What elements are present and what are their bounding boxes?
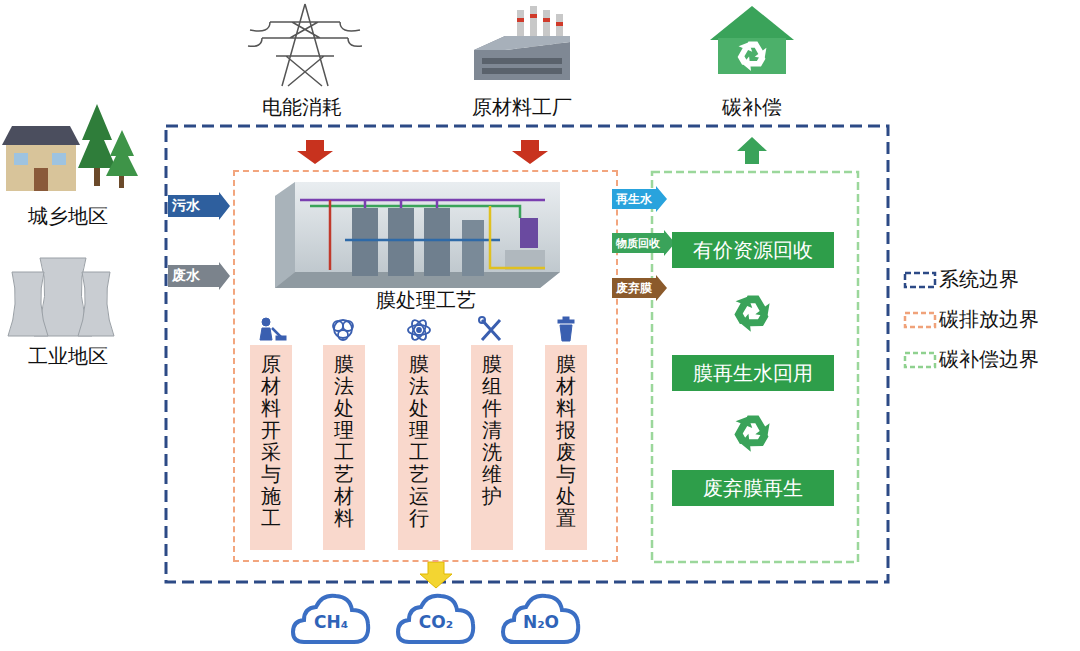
node-text: CH₄ xyxy=(314,604,348,632)
legend-text: 碳补偿边界 xyxy=(939,346,1039,373)
node-text: N₂O xyxy=(523,604,559,632)
cloud-node: CO₂ xyxy=(395,590,477,646)
recycle-icon xyxy=(729,415,770,456)
legend-sample xyxy=(903,310,937,330)
node-text: 污水 xyxy=(168,197,200,215)
legend-row: 碳补偿边界 xyxy=(903,346,1039,373)
node-text: 物质回收 xyxy=(612,236,660,251)
green-node: 废弃膜再生 xyxy=(672,470,834,506)
legend-row: 系统边界 xyxy=(903,266,1019,293)
compensation-boundary xyxy=(652,172,858,562)
node-text: 有价资源回收 xyxy=(693,237,813,264)
legend-sample xyxy=(903,270,937,290)
arrow-fill xyxy=(612,186,667,212)
icon-label: 碳补偿 xyxy=(722,94,782,121)
node-text: 原材料开采与施工 xyxy=(261,353,281,529)
column-node: 膜法处理工艺运行 xyxy=(398,345,440,550)
node-text: 膜法处理工艺材料 xyxy=(334,353,354,529)
legend-dash xyxy=(905,353,935,367)
node-text: 再生水 xyxy=(612,191,652,208)
arrow-node: 物质回收 xyxy=(612,230,675,256)
arrow-node: 废弃膜 xyxy=(612,275,667,301)
arrow-node: 污水 xyxy=(168,192,230,220)
node-text: 膜组件清洗维护 xyxy=(482,353,502,507)
legend-dash xyxy=(905,313,935,327)
legend-sample xyxy=(903,350,937,370)
icon-label: 城乡地区 xyxy=(28,203,108,230)
column-node: 原材料开采与施工 xyxy=(250,345,292,550)
cooling-tower-icon xyxy=(8,258,114,336)
node-text: CO₂ xyxy=(419,604,453,632)
legend-dash xyxy=(905,273,935,287)
node-text: 膜材料报废与处置 xyxy=(556,353,576,529)
village-icon xyxy=(2,104,138,191)
cloud-node: N₂O xyxy=(500,590,582,646)
factory-icon xyxy=(474,6,570,80)
recycle-icon xyxy=(729,295,770,336)
green-node: 有价资源回收 xyxy=(672,232,834,268)
legend-text: 碳排放边界 xyxy=(939,306,1039,333)
arrow-fill xyxy=(168,262,230,290)
node-text: 废水 xyxy=(168,267,200,285)
legend-row: 碳排放边界 xyxy=(903,306,1039,333)
emission-arrow xyxy=(420,562,452,588)
arrow-fill xyxy=(168,192,230,220)
arrow-body xyxy=(420,562,452,588)
arrow-node: 再生水 xyxy=(612,186,667,212)
emission-boundary: 膜处理工艺原材料开采与施工 膜法处理工艺材料 膜法处理工艺运行 膜组件清洗维护 膜材料报… xyxy=(233,170,618,562)
power-tower-icon xyxy=(248,4,362,86)
node-text: 废弃膜 xyxy=(612,280,652,297)
input-arrow xyxy=(512,140,548,164)
input-arrow xyxy=(297,140,333,164)
legend-text: 系统边界 xyxy=(939,266,1019,293)
cloud-outline xyxy=(293,596,368,642)
column-icons xyxy=(260,317,574,342)
green-node: 膜再生水回用 xyxy=(672,355,834,391)
node-text: 膜处理工艺 xyxy=(235,287,616,314)
node-text: 膜法处理工艺运行 xyxy=(409,353,429,529)
arrow-fill xyxy=(612,275,667,301)
icon-label: 电能消耗 xyxy=(262,94,342,121)
icon-label: 原材料工厂 xyxy=(472,94,572,121)
node-text: 膜再生水回用 xyxy=(693,360,813,387)
column-node: 膜组件清洗维护 xyxy=(471,345,513,550)
cloud-node: CH₄ xyxy=(290,590,372,646)
icon-label: 工业地区 xyxy=(28,343,108,370)
cloud-outline xyxy=(398,596,473,642)
green-house-icon xyxy=(710,6,794,74)
arrow-node: 废水 xyxy=(168,262,230,290)
output-arrow xyxy=(737,137,767,164)
column-node: 膜法处理工艺材料 xyxy=(323,345,365,550)
membrane-plant-image xyxy=(275,182,560,288)
cloud-outline xyxy=(503,596,578,642)
column-node: 膜材料报废与处置 xyxy=(545,345,587,550)
system-boundary xyxy=(166,126,888,582)
arrow-fill xyxy=(612,230,675,256)
node-text: 废弃膜再生 xyxy=(703,475,803,502)
